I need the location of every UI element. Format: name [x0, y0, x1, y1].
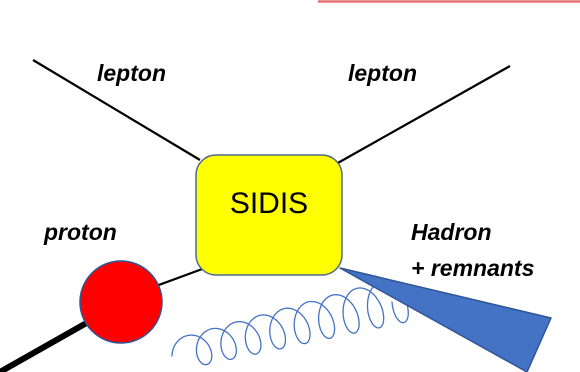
outgoing-lepton-line: [335, 65, 511, 165]
lepton-out-label: lepton: [348, 60, 417, 86]
proton-label: proton: [44, 219, 117, 245]
proton-circle: [79, 260, 163, 344]
gluon-coil: [171, 280, 409, 366]
hadron-label: Hadron: [411, 219, 492, 245]
remnants-label: + remnants: [411, 255, 535, 281]
sidis-label: SIDIS: [229, 187, 309, 220]
hadron-cone: [339, 267, 552, 372]
lepton-in-label: lepton: [97, 60, 166, 86]
sidis-box: [195, 154, 343, 276]
incoming-lepton-line: [32, 59, 201, 161]
